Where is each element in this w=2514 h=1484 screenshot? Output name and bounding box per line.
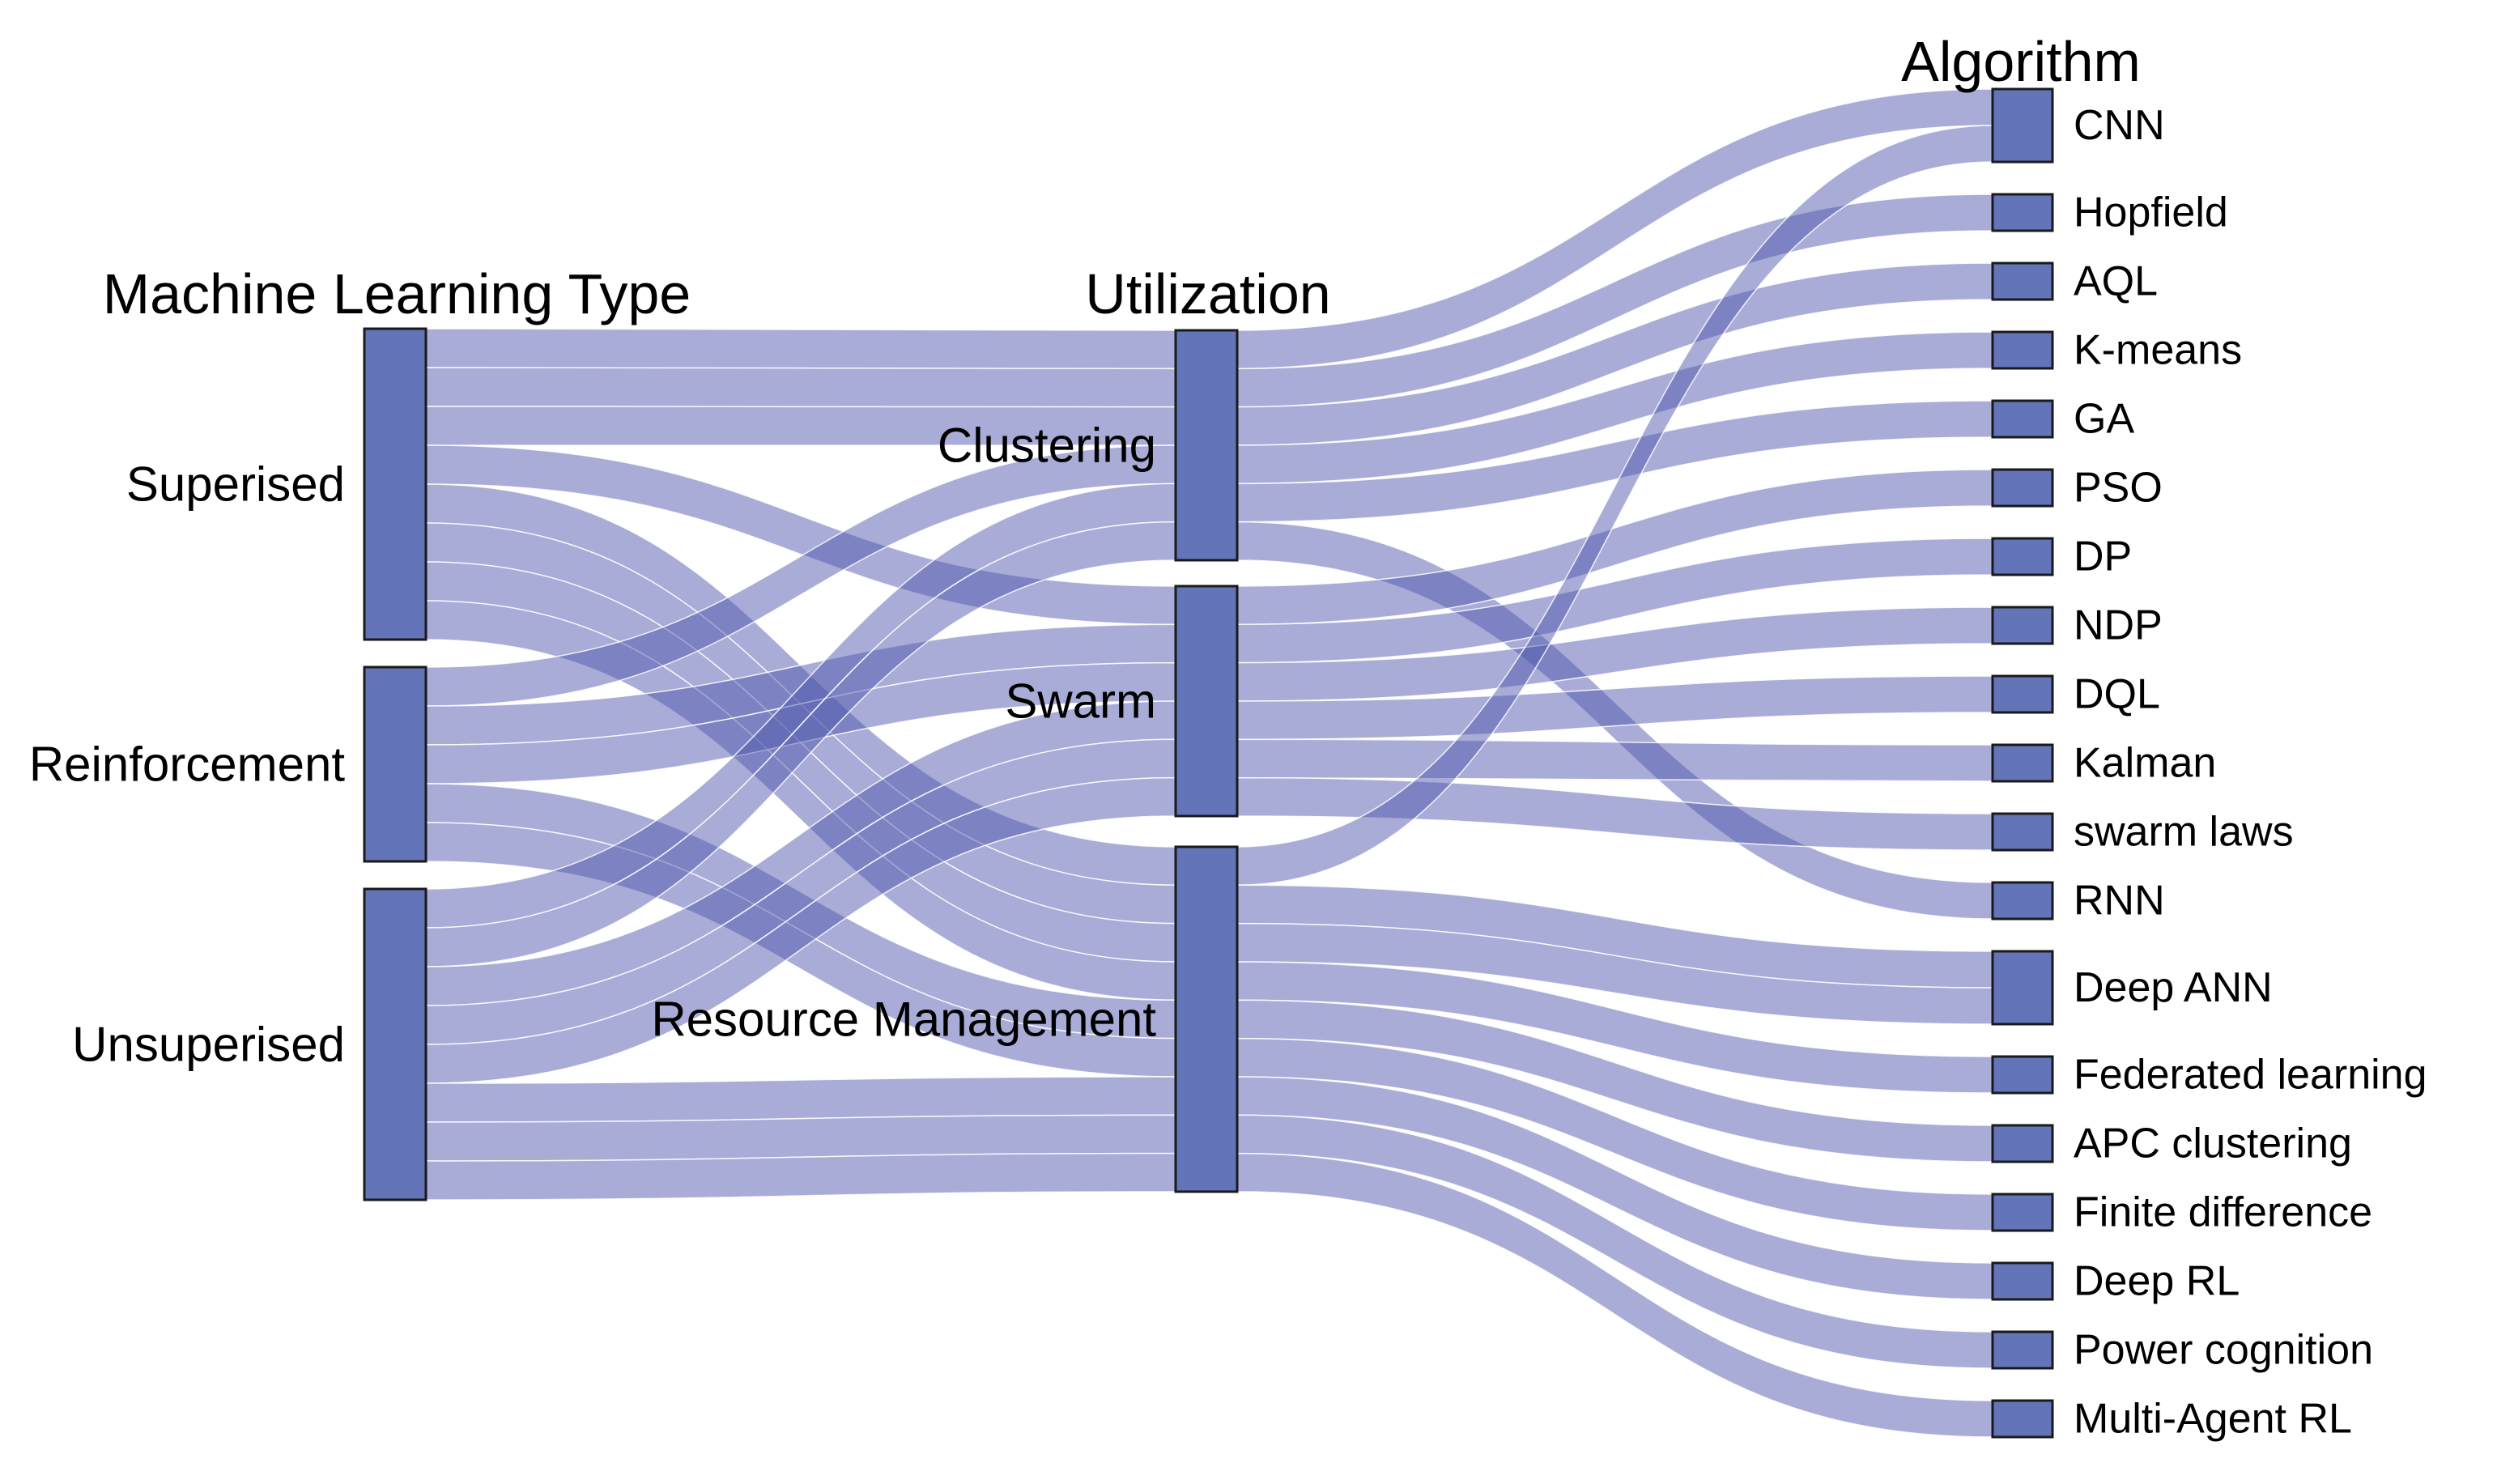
sankey-node-unsuperised[interactable]: [363, 887, 428, 1201]
node-label-swarm-laws: swarm laws: [2074, 809, 2294, 856]
node-label-deep-ann: Deep ANN: [2074, 964, 2273, 1011]
sankey-node-reinforcement[interactable]: [363, 665, 428, 863]
sankey-link-superised-to-clustering[interactable]: [425, 367, 1176, 408]
node-label-superised: Superised: [126, 457, 345, 512]
node-label-dql: DQL: [2074, 671, 2160, 718]
node-label-multi-agent-rl: Multi-Agent RL: [2074, 1396, 2352, 1443]
sankey-node-k-means[interactable]: [1991, 330, 2054, 370]
sankey-node-aql[interactable]: [1991, 262, 2054, 301]
sankey-node-power-cognition[interactable]: [1991, 1330, 2054, 1370]
sankey-node-cnn[interactable]: [1991, 87, 2054, 164]
node-label-ndp: NDP: [2074, 602, 2163, 649]
sankey-nodes-layer: [363, 87, 2054, 1439]
sankey-node-dp[interactable]: [1991, 537, 2054, 576]
node-label-k-means: K-means: [2074, 327, 2242, 374]
node-label-power-cognition: Power cognition: [2074, 1327, 2373, 1374]
sankey-node-apc-clustering[interactable]: [1991, 1124, 2054, 1163]
node-label-resource-management: Resource Management: [651, 992, 1156, 1046]
sankey-link-superised-to-clustering[interactable]: [425, 328, 1176, 370]
column-header-machine-learning-type: Machine Learning Type: [103, 262, 691, 325]
node-label-pso: PSO: [2074, 465, 2163, 512]
sankey-node-deep-rl[interactable]: [1991, 1261, 2054, 1301]
node-label-rnn: RNN: [2074, 878, 2165, 925]
sankey-node-pso[interactable]: [1991, 468, 2054, 508]
sankey-node-ndp[interactable]: [1991, 606, 2054, 645]
sankey-node-multi-agent-rl[interactable]: [1991, 1399, 2054, 1439]
sankey-link-swarm-to-kalman[interactable]: [1236, 738, 1993, 782]
sankey-node-superised[interactable]: [363, 327, 428, 641]
node-label-swarm: Swarm: [1005, 674, 1156, 728]
node-label-kalman: Kalman: [2074, 740, 2216, 787]
sankey-node-deep-ann[interactable]: [1991, 950, 2054, 1026]
sankey-node-swarm[interactable]: [1174, 585, 1239, 818]
column-header-algorithm: Algorithm: [1901, 30, 2141, 93]
node-label-finite-difference: Finite difference: [2074, 1189, 2372, 1236]
sankey-node-swarm-laws[interactable]: [1991, 812, 2054, 852]
column-header-utilization: Utilization: [1085, 262, 1330, 325]
node-label-apc-clustering: APC clustering: [2074, 1120, 2352, 1167]
sankey-node-dql[interactable]: [1991, 674, 2054, 714]
sankey-node-rnn[interactable]: [1991, 881, 2054, 921]
node-label-hopfield: Hopfield: [2074, 189, 2228, 236]
node-label-dp: DP: [2074, 534, 2132, 580]
node-label-ga: GA: [2074, 396, 2134, 443]
sankey-link-unsuperised-to-resource-management[interactable]: [425, 1152, 1176, 1201]
node-label-aql: AQL: [2074, 258, 2158, 305]
sankey-node-finite-difference[interactable]: [1991, 1193, 2054, 1232]
sankey-node-hopfield[interactable]: [1991, 193, 2054, 232]
sankey-node-resource-management[interactable]: [1174, 845, 1239, 1193]
node-label-clustering: Clustering: [938, 418, 1156, 472]
sankey-node-ga[interactable]: [1991, 399, 2054, 439]
node-label-unsuperised: Unsuperised: [72, 1018, 345, 1072]
sankey-node-kalman[interactable]: [1991, 743, 2054, 783]
sankey-node-federated-learning[interactable]: [1991, 1055, 2054, 1095]
node-label-cnn: CNN: [2074, 102, 2165, 149]
node-label-deep-rl: Deep RL: [2074, 1258, 2240, 1305]
node-label-federated-learning: Federated learning: [2074, 1052, 2427, 1099]
sankey-node-clustering[interactable]: [1174, 329, 1239, 562]
node-label-reinforcement: Reinforcement: [29, 738, 346, 792]
